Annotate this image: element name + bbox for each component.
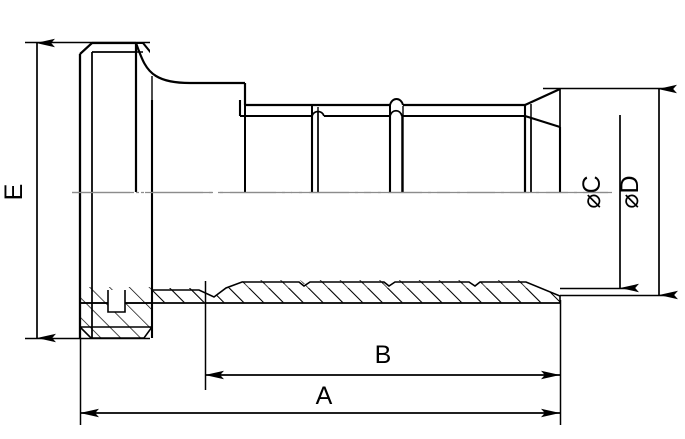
barb-lands-upper bbox=[312, 87, 561, 107]
flange-vertical-edges bbox=[78, 43, 153, 338]
dim-B-label: B bbox=[375, 341, 392, 369]
barb-vertical-edges bbox=[244, 89, 561, 192]
below-section-wipe bbox=[60, 304, 620, 344]
outer-profile-upper-final bbox=[79, 41, 312, 107]
dim-D-label: ⌀D bbox=[616, 175, 644, 208]
dim-A-label: A bbox=[316, 382, 333, 410]
dim-E-label: E bbox=[0, 184, 28, 201]
tip-right-wipe bbox=[561, 20, 685, 88]
dimension-E: E bbox=[0, 38, 150, 343]
dimension-D: ⌀D bbox=[543, 84, 678, 300]
flange-counterbore-notch bbox=[107, 290, 126, 313]
dimension-A: A bbox=[79, 338, 560, 425]
dimension-B: B bbox=[204, 281, 562, 425]
